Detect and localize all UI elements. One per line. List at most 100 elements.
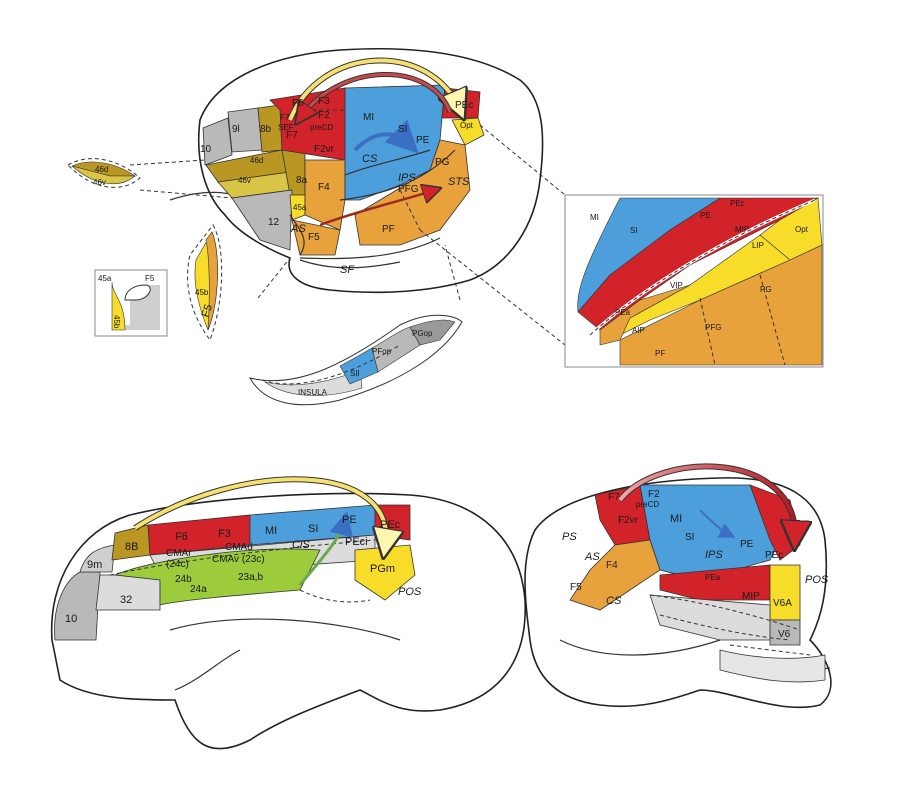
label-as: AS bbox=[290, 223, 306, 235]
dorsal-label-as: AS bbox=[584, 551, 600, 563]
dorsal-label-pea: PEa bbox=[705, 573, 721, 582]
label-46d: 46d bbox=[250, 156, 263, 165]
dorsal-label-si: SI bbox=[685, 532, 694, 543]
medial-view: F6 F3 MI SI PE PEc PEci PGm 8B 9m 10 32 … bbox=[52, 479, 526, 748]
medial-label-10: 10 bbox=[65, 613, 77, 625]
connector-principal bbox=[130, 160, 205, 165]
ips-mi-label: MI bbox=[590, 213, 599, 222]
label-sts: STS bbox=[448, 176, 470, 188]
ips-pg-label: PG bbox=[760, 285, 772, 294]
dorsal-region-yellow bbox=[770, 565, 800, 620]
label-f2vr: F2vr bbox=[314, 144, 335, 155]
ips-vip-label: VIP bbox=[670, 281, 683, 290]
dorsal-label-pec: PEc bbox=[765, 550, 783, 561]
ips-pea-label: PEa bbox=[615, 308, 631, 317]
dorsal-label-mi: MI bbox=[670, 513, 682, 525]
medial-label-cmav: CMAv (23c) bbox=[212, 554, 265, 565]
inset-45b-label: 45b bbox=[195, 288, 209, 297]
ips-lip-label: LIP bbox=[752, 241, 764, 250]
label-pe: PE bbox=[416, 135, 430, 146]
arcuate-f5-label: F5 bbox=[145, 274, 155, 283]
principal-sulcus-inset: 46d 46v bbox=[68, 159, 140, 188]
label-pg: PG bbox=[435, 157, 450, 168]
dorsal-label-ps: PS bbox=[562, 531, 577, 543]
medial-label-si: SI bbox=[308, 523, 318, 535]
ips-pfg-label: PFG bbox=[705, 323, 721, 332]
label-precd: preCD bbox=[310, 123, 333, 132]
label-pf: PF bbox=[382, 224, 395, 235]
medial-label-32: 32 bbox=[120, 594, 132, 606]
f5-inset: 45b F5 bbox=[188, 225, 222, 340]
dorsal-label-mip: MIP bbox=[742, 591, 760, 602]
ips-aip-label: AIP bbox=[632, 326, 645, 335]
medial-label-pos: POS bbox=[398, 586, 422, 598]
label-f3: F3 bbox=[318, 96, 330, 107]
dorsal-label-ips: IPS bbox=[705, 549, 723, 561]
dorsal-label-pos: POS bbox=[805, 574, 829, 586]
medial-label-pec: PEc bbox=[380, 519, 401, 531]
medial-label-f3: F3 bbox=[218, 528, 231, 540]
insula-pgop-label: PGop bbox=[412, 329, 433, 338]
label-f4: F4 bbox=[318, 182, 330, 193]
medial-label-cis: CiS bbox=[292, 539, 310, 551]
dorsal-label-f5: F5 bbox=[570, 582, 582, 593]
label-12: 12 bbox=[268, 217, 280, 228]
ips-opt-label: Opt bbox=[795, 225, 809, 234]
label-45a: 45a bbox=[293, 203, 307, 212]
dorsal-label-cs: CS bbox=[606, 595, 622, 607]
dorsal-label-v6: V6 bbox=[778, 629, 791, 640]
label-f7: F7 bbox=[286, 130, 298, 141]
medial-label-9m: 9m bbox=[87, 559, 102, 571]
ips-inset: MI SI PE PEc MIP LIP Opt VIP PEa AIP PG … bbox=[565, 195, 823, 367]
ips-pf-label: PF bbox=[655, 349, 665, 358]
medial-label-f6: F6 bbox=[175, 531, 188, 543]
label-f6: F6 bbox=[292, 98, 304, 109]
label-f5: F5 bbox=[308, 232, 320, 243]
label-46v: 46v bbox=[238, 176, 251, 185]
label-9l: 9l bbox=[232, 124, 240, 135]
insula-pfop-label: PFop bbox=[372, 347, 392, 356]
label-8b: 8b bbox=[260, 124, 272, 135]
label-pec: PEc bbox=[455, 100, 473, 111]
insula-label: INSULA bbox=[298, 388, 328, 397]
label-si: SI bbox=[398, 124, 407, 135]
label-f7-top: F7 bbox=[280, 113, 290, 122]
medial-label-mi: MI bbox=[265, 525, 277, 537]
medial-label-pgm: PGm bbox=[370, 563, 395, 575]
label-ips: IPS bbox=[398, 172, 416, 184]
dorsal-view: F7 F2 preCD F2vr MI SI PE PEc F4 F5 PEa … bbox=[525, 466, 831, 707]
label-mi: MI bbox=[363, 112, 374, 123]
medial-label-8b: 8B bbox=[125, 541, 138, 553]
medial-label-pe: PE bbox=[342, 514, 357, 526]
ips-pec-label: PEc bbox=[730, 199, 745, 208]
dorsal-label-f4: F4 bbox=[606, 560, 618, 571]
connector-insula-left bbox=[258, 258, 290, 298]
label-8a: 8a bbox=[296, 175, 308, 186]
dorsal-label-f7: F7 bbox=[608, 492, 620, 503]
label-sf: SF bbox=[340, 264, 355, 276]
inset-46v-label: 46v bbox=[93, 178, 106, 187]
inset-46d-label: 46d bbox=[95, 165, 108, 174]
medial-label-peci: PEci bbox=[345, 536, 368, 548]
dorsal-label-f2: F2 bbox=[648, 489, 660, 500]
medial-label-24a: 24a bbox=[190, 584, 207, 595]
medial-label-23ab: 23a,b bbox=[238, 572, 263, 583]
label-f2: F2 bbox=[318, 110, 330, 121]
label-pfg: PFG bbox=[398, 184, 419, 195]
arcuate-45b-label: 45b bbox=[112, 315, 121, 329]
ips-mip-label: MIP bbox=[735, 225, 749, 234]
arcuate-45a-label: 45a bbox=[98, 274, 112, 283]
dorsal-label-f2vr: F2vr bbox=[618, 515, 639, 526]
medial-label-cmar: CMAr bbox=[166, 548, 192, 559]
dorsal-label-v6a: V6A bbox=[773, 598, 792, 609]
label-cs: CS bbox=[362, 153, 378, 165]
medial-label-24c: (24c) bbox=[166, 559, 189, 570]
dorsal-label-pe: PE bbox=[740, 539, 754, 550]
insula-inset: SII PFop PGop INSULA bbox=[250, 315, 462, 405]
insula-sii-label: SII bbox=[350, 369, 360, 378]
ips-pe-label: PE bbox=[700, 211, 711, 220]
label-opt: Opt bbox=[460, 121, 474, 130]
arcuate-inset: 45a F5 45b bbox=[95, 270, 167, 336]
